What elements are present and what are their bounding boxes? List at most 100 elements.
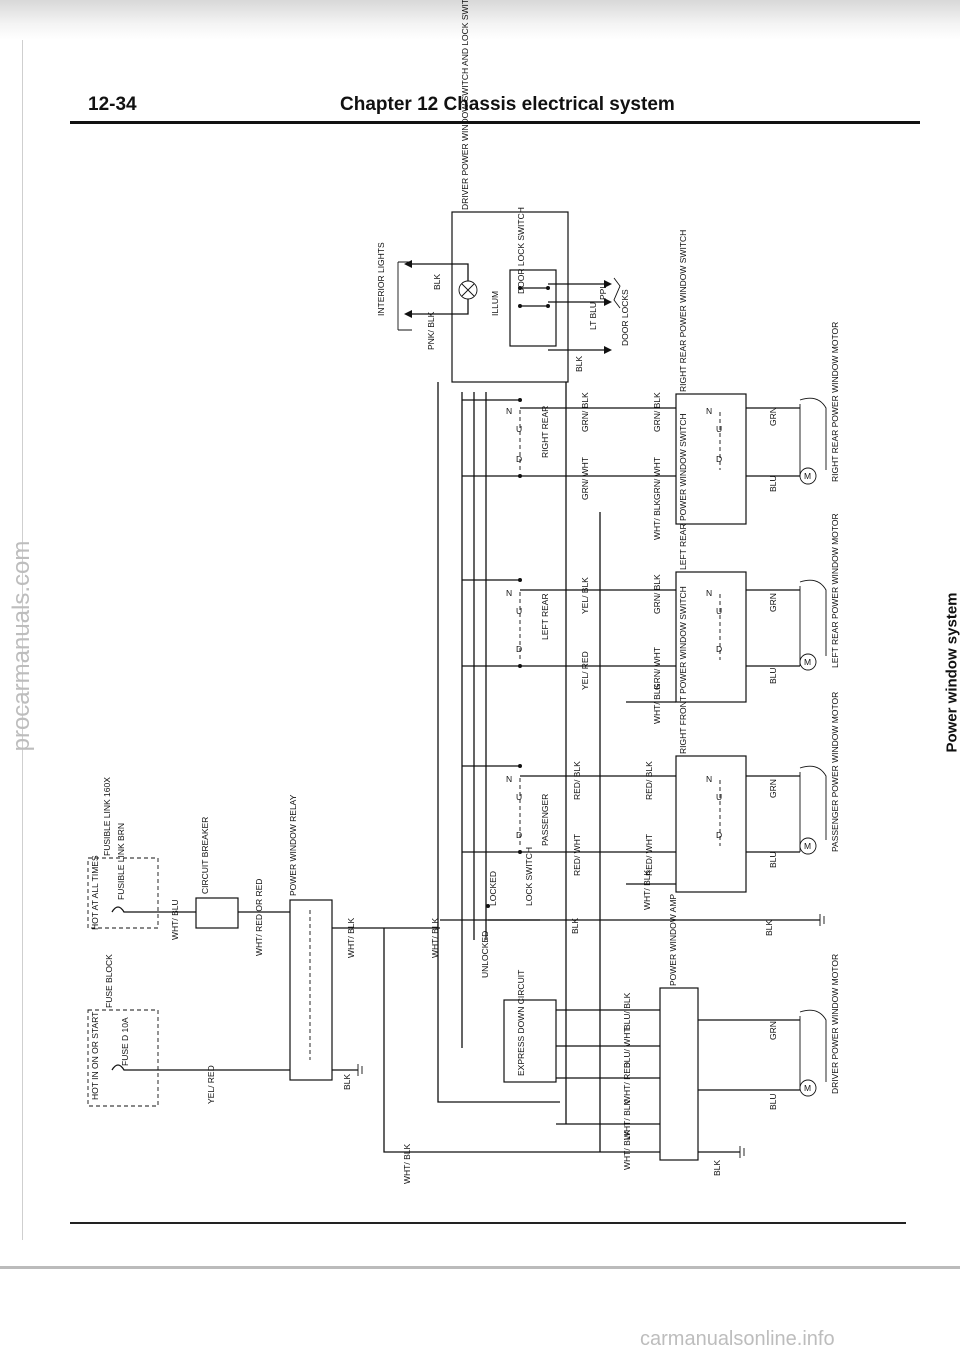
illum-lamp-cross — [461, 283, 475, 297]
scan-left-edge — [22, 40, 23, 1240]
switch-linkage-dashed — [519, 410, 721, 470]
motor-bracket — [799, 1009, 827, 1082]
header-rule — [70, 121, 920, 124]
fusible-link-label: FUSIBLE LINK BRN — [116, 823, 126, 900]
driver-switch-housing — [451, 211, 569, 383]
fuse-label: FUSE D 10A — [120, 1017, 130, 1066]
switch-letter-d: D — [716, 644, 722, 654]
right-front-switch-label: RIGHT FRONT POWER WINDOW SWITCH — [678, 586, 688, 754]
ground-distribution — [599, 512, 676, 1152]
switch-letter-d: D — [716, 454, 722, 464]
switch-contact — [518, 850, 522, 854]
circuit-breaker-label: CIRCUIT BREAKER — [200, 817, 210, 894]
wire-wht-blu: WHT/ BLU — [170, 899, 180, 940]
wire-blu: BLU — [768, 1093, 778, 1110]
chapter-title: Chapter 12 Chassis electrical system — [340, 94, 675, 115]
page-number: 12-34 — [88, 94, 137, 115]
wire-blk: BLK — [764, 920, 774, 936]
wire-blu: BLU — [768, 851, 778, 868]
switch-letter-u: U — [716, 792, 722, 802]
ground-symbol — [819, 914, 825, 926]
connector-arrow — [604, 298, 612, 306]
switch-contact — [518, 764, 522, 768]
motor-bracket — [799, 579, 827, 656]
blk-label-locks: BLK — [574, 356, 584, 372]
wire-wht-blk: WHT/ BLK — [642, 870, 652, 910]
wire-yel-blk: YEL/ BLK — [580, 577, 590, 614]
locked-label: LOCKED — [488, 871, 498, 906]
wire-blk: BLK — [342, 1074, 352, 1090]
switch-linkage-dashed — [519, 778, 721, 846]
right-rear-motor-label: RIGHT REAR POWER WINDOW MOTOR — [830, 322, 840, 482]
interior-lights-bracket — [397, 261, 412, 331]
wire-grn-wht: GRN/ WHT — [580, 457, 590, 500]
right-rear-switch-label: RIGHT REAR POWER WINDOW SWITCH — [678, 230, 688, 392]
amp-input-wires — [556, 1009, 660, 1153]
hot-in-on-box — [87, 1009, 159, 1107]
wire-grn: GRN — [768, 407, 778, 426]
blk-label-illum: BLK — [432, 274, 442, 290]
driver-switch-bus-wires — [461, 382, 567, 1124]
switch-letter-n: N — [506, 588, 512, 598]
wire-grn-wht: GRN/ WHT — [652, 647, 662, 690]
scan-bottom-line — [0, 1266, 960, 1269]
switch-contact — [546, 286, 550, 290]
wire-blu: BLU — [768, 667, 778, 684]
driver-switch-label: DRIVER POWER WINDOW SWITCH AND LOCK SWIT… — [460, 0, 470, 210]
wire-grn-blk: GRN/ BLK — [580, 392, 590, 432]
relay-label: POWER WINDOW RELAY — [288, 794, 298, 896]
motor-bracket — [799, 765, 827, 840]
switch-contact — [546, 304, 550, 308]
driver-motor-symbol — [799, 1079, 817, 1097]
ground-symbol — [357, 1064, 363, 1076]
left-rear-label: LEFT REAR — [540, 593, 550, 640]
switch-letter-u: U — [716, 606, 722, 616]
motor-bracket — [799, 397, 827, 470]
illum-lamp-wiring — [452, 263, 469, 315]
left-rear-wires — [462, 579, 800, 667]
switch-contact — [518, 286, 522, 290]
motor-m: M — [804, 1083, 811, 1093]
motor-m: M — [804, 841, 811, 851]
wire-grn: GRN — [768, 1021, 778, 1040]
switch-letter-n: N — [506, 774, 512, 784]
pnk-blk-label: PNK/ BLK — [426, 311, 436, 350]
wire-red-blk: RED/ BLK — [644, 761, 654, 800]
wht-red-label: WHT/ RED OR RED — [254, 879, 264, 956]
switch-letter-d: D — [516, 830, 522, 840]
lock-switch-label: LOCK SWITCH — [524, 847, 534, 906]
wire-grn-blk: GRN/ BLK — [652, 392, 662, 432]
connector-arrow — [604, 346, 612, 354]
amp-label: POWER WINDOW AMP — [668, 894, 678, 986]
switch-letter-n: N — [706, 588, 712, 598]
switch-contact — [518, 578, 522, 582]
express-down-box — [503, 999, 557, 1083]
wire-blu-blk: BLU/ BLK — [622, 992, 632, 1030]
wire-wht-red: WHT/ RED — [622, 1062, 632, 1104]
wire-wht-blk: WHT/ BLK — [622, 1100, 632, 1140]
motor-m: M — [804, 471, 811, 481]
switch-letter-u: U — [516, 792, 522, 802]
watermark-bottom: carmanualsonline.info — [640, 1328, 835, 1350]
wire-grn: GRN — [768, 593, 778, 612]
connector-arrow — [604, 280, 612, 288]
wire-blk: BLK — [570, 918, 580, 934]
wire-wht-blk: WHT/ BLK — [652, 500, 662, 540]
wire-red-wht: RED/ WHT — [644, 834, 654, 876]
section-side-title: Power window system — [943, 592, 960, 753]
ppl-label: PPL — [598, 284, 608, 300]
motor-m: M — [804, 657, 811, 667]
switch-letter-d: D — [516, 644, 522, 654]
switch-letter-n: N — [706, 774, 712, 784]
hot-at-all-times-label: HOT AT ALL TIMES — [90, 855, 100, 930]
wire-blu: BLU — [768, 475, 778, 492]
right-front-switch-housing — [675, 755, 747, 893]
left-rear-switch-label: LEFT REAR POWER WINDOW SWITCH — [678, 413, 688, 570]
illum-label: ILLUM — [490, 291, 500, 316]
right-rear-switch-housing — [675, 393, 747, 525]
fusible-link-box-label: FUSIBLE LINK 160X — [102, 777, 112, 856]
switch-letter-n: N — [706, 406, 712, 416]
scan-top-shading — [0, 0, 960, 40]
watermark-left: procarmanuals.com — [8, 540, 35, 752]
wire-wht-blk: WHT/ BLK — [430, 918, 440, 958]
